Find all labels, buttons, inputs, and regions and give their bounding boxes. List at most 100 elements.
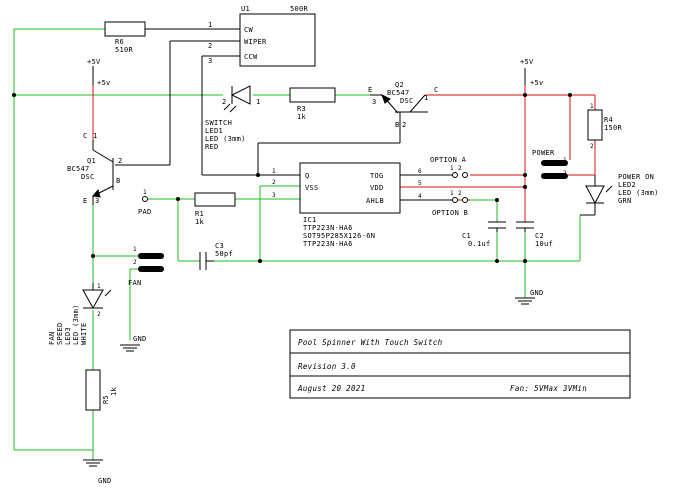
c1-ref: C1 — [462, 232, 471, 240]
q1-b: B — [116, 177, 121, 185]
vcc-right-label-alt: +5v — [530, 79, 544, 87]
ic1-vdd: VDD — [370, 184, 384, 192]
power-jumper: POWER 1 2 — [532, 149, 568, 179]
u1-pin3: 3 — [208, 57, 213, 65]
ic1-touch-chip: Q VSS TOG VDD AHLB 1 2 3 6 5 4 IC1 TTP22… — [272, 162, 422, 248]
power-jumper-pin1: 1 — [563, 157, 567, 164]
black-wires — [115, 28, 455, 201]
ic1-q: Q — [305, 172, 310, 180]
led1-line4: RED — [205, 143, 219, 151]
led1-pin1: 1 — [256, 98, 261, 106]
pad-pin: 1 — [143, 189, 147, 196]
gnd-bottom-label: GND — [98, 477, 112, 485]
title-block-fan-spec: Fan: 5VMax 3VMin — [510, 384, 587, 393]
fan-label: FAN — [128, 279, 142, 287]
u1-ref: U1 — [241, 5, 250, 13]
r3-resistor: R3 1k — [289, 87, 336, 121]
led3-label: FAN SPEED LED3 LED (3mm) WHITE — [48, 300, 88, 345]
q2-e: E — [368, 86, 373, 94]
r6-resistor: R6 510R — [104, 21, 146, 54]
u1-pin1: 1 — [208, 21, 213, 29]
title-block-date: August 20 2021 — [297, 384, 365, 393]
option-a-pin1: 1 — [450, 165, 454, 172]
option-pads — [142, 172, 468, 203]
fan-pin1: 1 — [133, 246, 137, 253]
r4-value: 150R — [604, 124, 623, 132]
led1-pin2: 2 — [222, 98, 227, 106]
red-wires — [92, 85, 596, 222]
q2-ref: Q2 — [395, 81, 404, 89]
vcc-right: +5V +5v — [520, 58, 544, 87]
led3-pin2: 2 — [97, 311, 101, 318]
c1-value: 0.1uf — [468, 240, 491, 248]
u1-value: 500R — [290, 5, 309, 13]
led2-line3: LED (3mm) — [618, 189, 659, 197]
ic1-p6: 6 — [418, 168, 422, 175]
q1-type: BC547 — [67, 165, 90, 173]
q1-transistor — [92, 140, 114, 205]
c2-value: 10uf — [535, 240, 553, 248]
fan-jumper: 1 2 FAN — [128, 246, 164, 287]
gnd-fan-label: GND — [133, 335, 147, 343]
c3-value: 50pf — [215, 250, 233, 258]
r3-ref: R3 — [297, 105, 306, 113]
led1-line3: LED (3mm) — [205, 135, 246, 143]
led1-line2: LED1 — [205, 127, 223, 135]
u1-potentiometer: U1 500R CW WIPER CCW 1 2 3 — [208, 5, 316, 67]
c1-capacitor — [488, 221, 506, 232]
r5-ref: R5 — [102, 395, 110, 404]
q1-e: E — [83, 197, 88, 205]
ic1-ahlb: AHLB — [366, 197, 384, 205]
option-a-label: OPTION A — [430, 156, 467, 164]
ic1-p1: 1 — [272, 168, 276, 175]
fan-pin2: 2 — [133, 259, 137, 266]
option-b-label: OPTION B — [432, 209, 468, 217]
ic1-p3: 3 — [272, 192, 276, 199]
q2-b: B — [395, 121, 400, 129]
ic1-line3: SOT95P285X126-6N — [303, 232, 375, 240]
led3-pin1: 1 — [97, 283, 101, 290]
r4-pin1: 1 — [590, 103, 594, 110]
title-block-revision: Revision 3.0 — [298, 362, 356, 371]
vcc-left-label-alt: +5v — [97, 79, 111, 87]
gnd-right-label: GND — [530, 289, 544, 297]
led2-line1: POWER ON — [618, 173, 654, 181]
ic1-p5: 5 — [418, 180, 422, 187]
option-a-pin2: 2 — [458, 165, 462, 172]
q1-pin1: 1 — [93, 132, 98, 140]
led1-line1: SWITCH — [205, 119, 232, 127]
led3 — [82, 283, 112, 310]
q2-type: BC547 — [387, 89, 410, 97]
q2-c: C — [434, 86, 439, 94]
q1-pin2: 2 — [118, 157, 123, 165]
r4-pin2: 2 — [590, 143, 594, 150]
r1-resistor: R1 1k — [194, 192, 236, 226]
q1-ref: Q1 — [87, 157, 96, 165]
power-jumper-label: POWER — [532, 149, 555, 157]
r4-resistor: R4 150R 1 2 — [587, 103, 623, 150]
r4-ref: R4 — [604, 116, 613, 124]
u1-cw: CW — [244, 26, 254, 34]
ic1-tog: TOG — [370, 172, 384, 180]
u1-ccw: CCW — [244, 53, 258, 61]
ic1-ref: IC1 — [303, 216, 317, 224]
title-block: Pool Spinner With Touch Switch Revision … — [289, 329, 631, 399]
vcc-left: +5V +5v — [87, 58, 111, 87]
q1-c: C — [83, 132, 88, 140]
c3-ref: C3 — [215, 242, 224, 250]
u1-pin2: 2 — [208, 42, 213, 50]
q2-pkg: DSC — [400, 97, 414, 105]
ic1-line4: TTP223N-HA6 — [303, 240, 353, 248]
title-block-title: Pool Spinner With Touch Switch — [298, 338, 443, 347]
u1-wiper: WIPER — [244, 38, 267, 46]
led1 — [223, 85, 251, 113]
r5-resistor: R5 1k — [85, 369, 118, 411]
c2-capacitor — [516, 221, 534, 232]
ic1-p4: 4 — [418, 193, 422, 200]
gnd-bottom-symbol — [83, 459, 103, 467]
green-wires — [13, 28, 581, 460]
q1-pin3: 3 — [95, 197, 100, 205]
q1-pkg: DSC — [81, 173, 95, 181]
junctions — [12, 93, 572, 263]
ic1-vss: VSS — [305, 184, 319, 192]
